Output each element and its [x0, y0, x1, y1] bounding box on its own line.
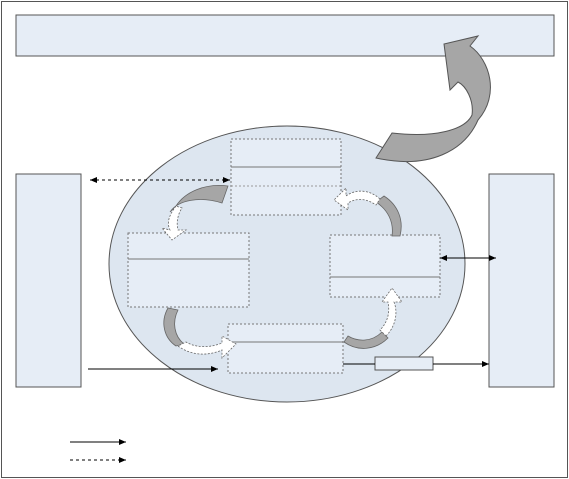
box-top [230, 138, 342, 216]
curl-arrow-top-left [160, 185, 229, 241]
small-box [374, 356, 434, 371]
curl-arrow-bottom-left [163, 307, 237, 359]
curl-arrow-bottom-right [343, 287, 403, 349]
left-panel [15, 173, 82, 388]
box-left [127, 232, 250, 308]
right-panel [488, 173, 555, 388]
legend [70, 439, 126, 463]
box-right [329, 234, 441, 298]
box-bottom [227, 323, 344, 374]
curl-arrow-top-right [333, 187, 402, 237]
large-curved-arrow [375, 35, 491, 162]
